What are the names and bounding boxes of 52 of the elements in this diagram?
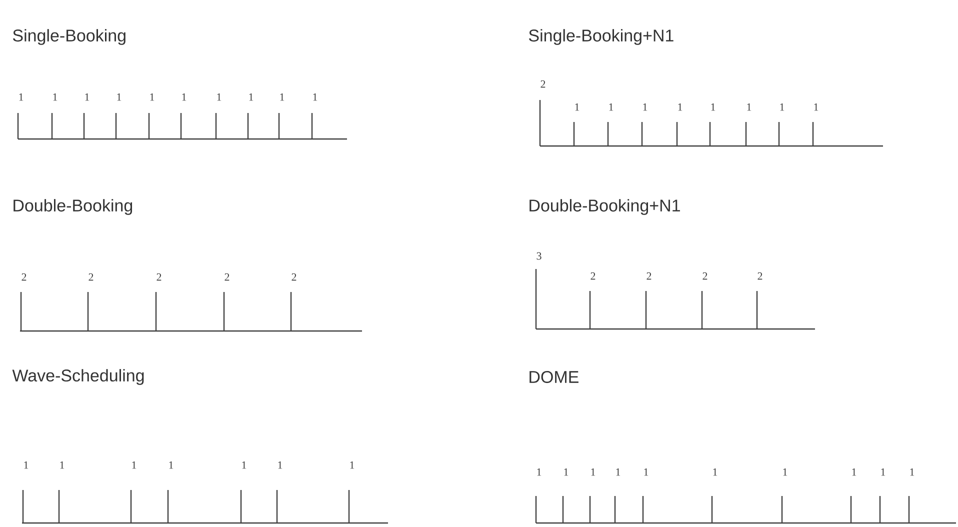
count-label: 1 xyxy=(678,103,682,111)
panel-title: Double-Booking+N1 xyxy=(530,199,680,215)
panel-title: Wave-Scheduling xyxy=(12,369,144,385)
count-label: 1 xyxy=(53,93,58,101)
count-label: 1 xyxy=(616,468,620,476)
count-label: 1 xyxy=(575,103,580,111)
count-label: 1 xyxy=(278,461,282,469)
count-label: 2 xyxy=(702,272,708,280)
count-label: 2 xyxy=(22,273,26,281)
count-label: 1 xyxy=(711,103,716,111)
count-label: 2 xyxy=(156,273,162,281)
panel-title: Single-Booking+N1 xyxy=(528,29,674,45)
count-label: 1 xyxy=(783,468,788,476)
count-label: 1 xyxy=(169,461,174,469)
count-label: 1 xyxy=(217,93,222,101)
count-label: 1 xyxy=(132,461,136,469)
count-label: 1 xyxy=(350,461,354,469)
count-label: 1 xyxy=(150,93,154,101)
count-label: 2 xyxy=(88,273,94,281)
count-label: 1 xyxy=(747,103,752,111)
count-label: 1 xyxy=(609,103,614,111)
count-label: 1 xyxy=(780,103,784,111)
count-label: 1 xyxy=(85,93,90,101)
count-label: 1 xyxy=(814,103,818,111)
panel-title: DOME xyxy=(530,370,578,384)
count-label: 2 xyxy=(590,272,596,280)
count-label: 1 xyxy=(537,468,542,476)
count-label: 1 xyxy=(910,468,914,476)
count-label: 1 xyxy=(60,461,64,469)
count-label: 1 xyxy=(242,461,246,469)
count-label: 1 xyxy=(643,103,648,111)
count-label: 1 xyxy=(280,93,284,101)
count-label: 1 xyxy=(249,93,254,101)
panel-title: Single-Booking xyxy=(12,29,126,45)
count-label: 1 xyxy=(881,468,886,476)
panel-title: Double-Booking xyxy=(14,199,132,215)
count-label: 2 xyxy=(292,273,296,281)
count-label: 1 xyxy=(644,468,648,476)
count-label: 1 xyxy=(19,93,24,101)
count-label: 1 xyxy=(852,468,856,476)
count-label: 2 xyxy=(758,272,762,280)
count-label: 1 xyxy=(313,93,318,101)
count-label: 1 xyxy=(117,93,122,101)
count-label: 1 xyxy=(713,468,718,476)
count-label: 1 xyxy=(591,468,596,476)
count-label: 2 xyxy=(224,273,230,281)
count-label: 1 xyxy=(24,461,28,469)
count-label: 1 xyxy=(182,93,186,101)
count-label: 2 xyxy=(540,80,546,88)
count-label: 1 xyxy=(564,468,568,476)
count-label: 2 xyxy=(646,272,652,280)
count-label: 3 xyxy=(536,252,542,260)
